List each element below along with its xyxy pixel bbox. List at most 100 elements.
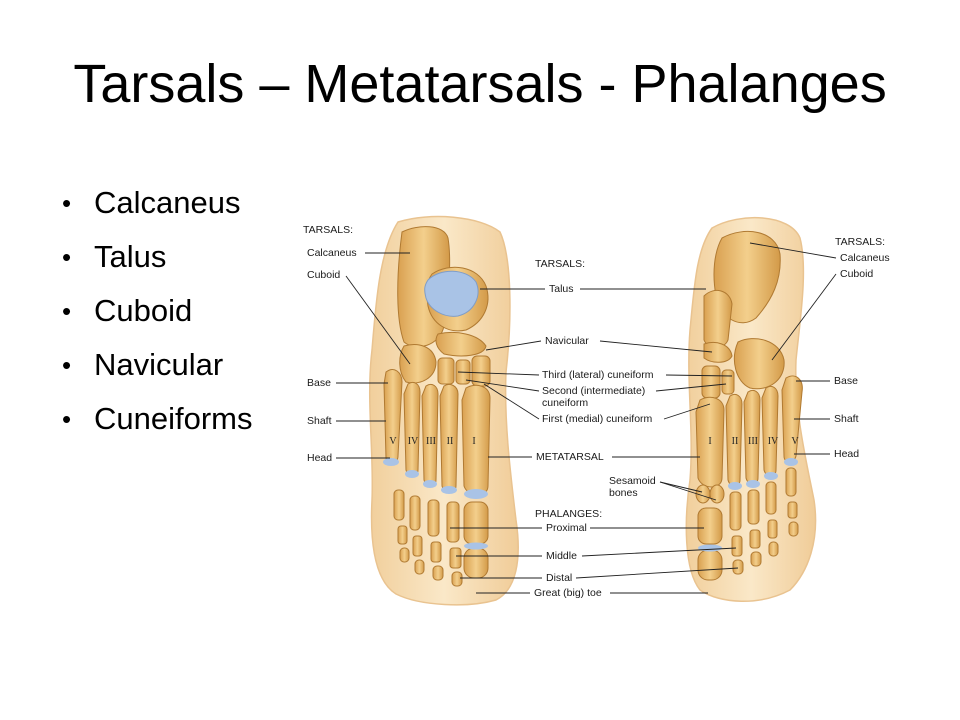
right-distal-phalanx bbox=[750, 551, 762, 567]
right-proximal-phalanx bbox=[729, 491, 742, 531]
right-cuboid bbox=[734, 338, 785, 390]
leader-line bbox=[465, 379, 540, 392]
bullet-item: •Cuboid bbox=[60, 284, 253, 338]
middle-label: Middle bbox=[546, 550, 577, 562]
left-metatarsal-i bbox=[461, 384, 491, 496]
left-foot: V IV III II I bbox=[368, 215, 519, 606]
leader-line bbox=[457, 371, 540, 376]
left-cuboid bbox=[399, 344, 437, 384]
right-proximal-phalanx bbox=[765, 481, 777, 515]
right-middle-phalanx bbox=[787, 501, 798, 519]
leader-line bbox=[659, 481, 703, 493]
bullet-list: •Calcaneus •Talus •Cuboid •Navicular •Cu… bbox=[60, 176, 253, 446]
left-distal-phalanx bbox=[399, 547, 410, 563]
bullet-text: Cuneiforms bbox=[94, 401, 253, 436]
right-head-cartilage bbox=[764, 472, 778, 480]
left-calcaneus-label: Calcaneus bbox=[307, 247, 357, 259]
right-second-cuneiform bbox=[721, 369, 735, 395]
leader-line bbox=[749, 242, 837, 259]
right-foot: I II III IV V bbox=[685, 216, 817, 602]
right-tarsals-heading: TARSALS: bbox=[835, 236, 885, 248]
left-talus-cartilage bbox=[424, 270, 479, 317]
right-metatarsal-iv bbox=[761, 385, 779, 477]
left-middle-phalanx bbox=[397, 525, 408, 545]
left-head-label: Head bbox=[307, 452, 332, 464]
sesamoid-label-2: bones bbox=[609, 487, 638, 499]
left-head-cartilage bbox=[464, 489, 488, 499]
distal-label: Distal bbox=[546, 572, 572, 584]
left-numeral: V bbox=[389, 436, 397, 447]
bullet-dot: • bbox=[62, 404, 72, 434]
left-numeral: I bbox=[472, 436, 475, 447]
right-sesamoid bbox=[709, 484, 725, 504]
right-numeral: II bbox=[732, 436, 739, 447]
right-distal-phalanx bbox=[697, 549, 723, 581]
leader-line bbox=[663, 403, 711, 420]
right-middle-phalanx bbox=[731, 535, 743, 557]
left-distal-phalanx bbox=[451, 571, 463, 587]
phalanges-heading: PHALANGES: bbox=[535, 508, 602, 520]
center-labels: TARSALS: Talus Navicular Third (lateral)… bbox=[450, 258, 739, 599]
bullet-dot: • bbox=[62, 188, 72, 218]
right-numeral: IV bbox=[768, 436, 779, 447]
left-shaft-label: Shaft bbox=[307, 415, 332, 427]
bullet-text: Cuboid bbox=[94, 293, 193, 328]
right-distal-phalanx bbox=[732, 559, 744, 575]
great-toe-label: Great (big) toe bbox=[534, 587, 602, 599]
left-head-cartilage bbox=[441, 486, 457, 494]
left-head-cartilage bbox=[383, 458, 399, 466]
proximal-label: Proximal bbox=[546, 522, 587, 534]
left-numeral: III bbox=[426, 436, 436, 447]
leader-line bbox=[575, 567, 739, 579]
left-head-cartilage bbox=[423, 480, 437, 488]
leader-line bbox=[483, 383, 540, 420]
right-labels: TARSALS: Calcaneus Cuboid Base Shaft Hea… bbox=[749, 236, 890, 460]
leader-line bbox=[665, 374, 733, 377]
left-proximal-phalanx bbox=[393, 489, 405, 521]
right-middle-phalanx bbox=[749, 529, 761, 549]
bullet-item: • Calcaneus bbox=[60, 176, 253, 230]
right-phalanx-cartilage bbox=[698, 544, 722, 552]
right-head-cartilage bbox=[728, 482, 742, 490]
left-distal-phalanx bbox=[463, 547, 489, 579]
leader-line bbox=[581, 547, 737, 557]
left-cuboid-label: Cuboid bbox=[307, 269, 340, 281]
second-cuneiform-label-1: Second (intermediate) bbox=[542, 385, 645, 397]
right-metatarsal-iii bbox=[743, 389, 761, 485]
bullet-text: Talus bbox=[94, 239, 167, 274]
left-numeral: II bbox=[447, 436, 454, 447]
left-proximal-phalanx bbox=[446, 501, 460, 543]
first-cuneiform-label: First (medial) cuneiform bbox=[542, 413, 653, 425]
left-metatarsal-iv bbox=[403, 381, 421, 477]
right-first-cuneiform bbox=[701, 365, 721, 399]
metatarsal-label: METATARSAL bbox=[536, 451, 604, 463]
third-cuneiform-label: Third (lateral) cuneiform bbox=[542, 369, 654, 381]
slide-title: Tarsals – Metatarsals - Phalanges bbox=[73, 54, 887, 114]
bullet-text: Calcaneus bbox=[94, 185, 241, 220]
right-shaft-label: Shaft bbox=[834, 413, 859, 425]
talus-label: Talus bbox=[549, 283, 574, 295]
bullet-item: • Navicular bbox=[60, 338, 253, 392]
bullet-text: Navicular bbox=[94, 347, 224, 382]
leader-line bbox=[485, 340, 542, 351]
left-distal-phalanx bbox=[414, 559, 425, 575]
leader-line bbox=[659, 481, 717, 501]
bullet-dot: • bbox=[62, 350, 72, 380]
left-phalanx-cartilage bbox=[464, 542, 488, 550]
left-middle-phalanx bbox=[449, 547, 462, 569]
right-distal-phalanx bbox=[768, 541, 779, 557]
bullet-item: • Cuneiforms bbox=[60, 392, 253, 446]
left-proximal-phalanx bbox=[463, 501, 489, 545]
right-metatarsal-i bbox=[695, 396, 725, 488]
right-head-label: Head bbox=[834, 448, 859, 460]
bullet-item: •Talus bbox=[60, 230, 253, 284]
left-third-cuneiform bbox=[437, 357, 455, 385]
left-distal-phalanx bbox=[432, 565, 444, 581]
left-proximal-phalanx bbox=[427, 499, 440, 537]
right-middle-phalanx bbox=[767, 519, 778, 539]
right-metatarsal-ii bbox=[725, 393, 743, 487]
right-base-label: Base bbox=[834, 375, 858, 387]
right-numeral: I bbox=[708, 436, 711, 447]
leader-line bbox=[655, 383, 727, 392]
